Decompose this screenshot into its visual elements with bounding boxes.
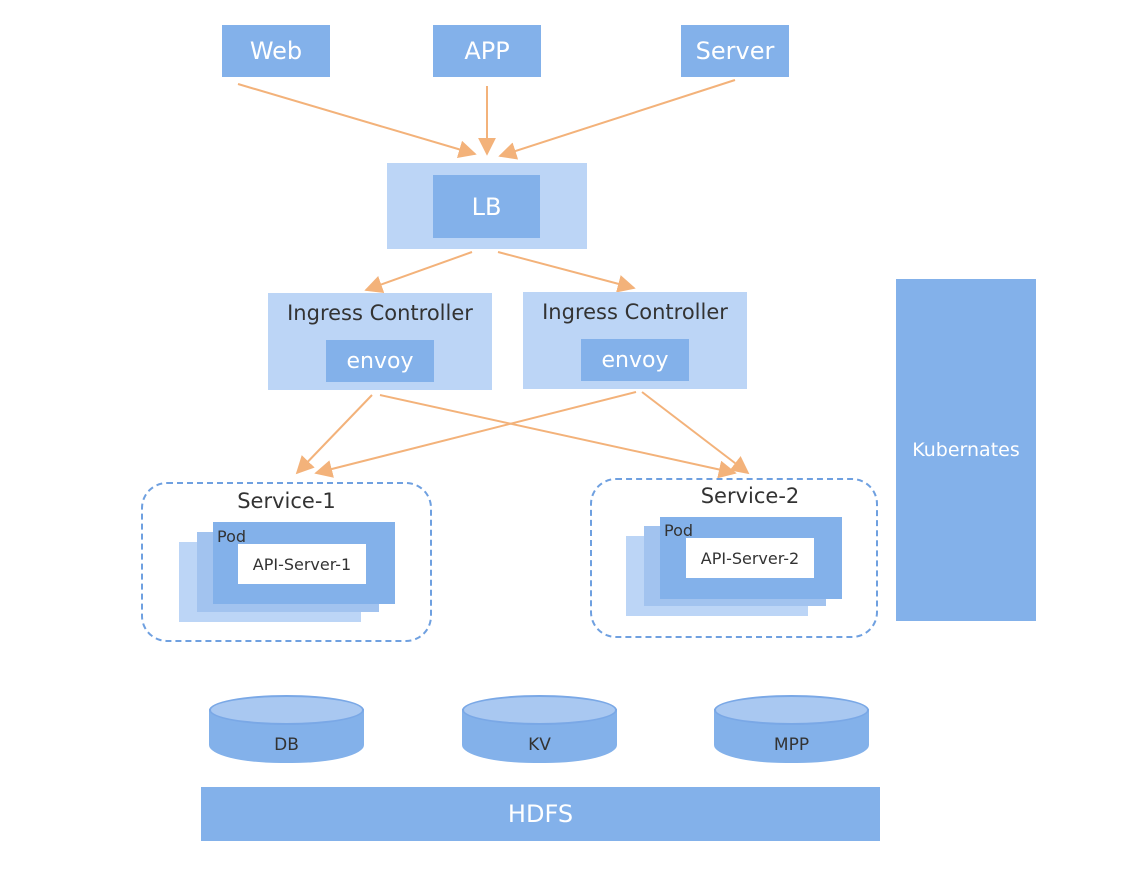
ingress-controller-2-title: Ingress Controller [542,300,728,324]
lb-box: LB [433,175,540,238]
arrow-lb-ingress-2 [497,251,636,293]
db-label: DB [274,735,299,755]
hdfs-bar: HDFS [201,787,880,841]
mpp-label: MPP [773,735,810,755]
web-client-label: Web [249,37,303,65]
envoy-label-2: envoy [601,347,669,373]
arrow-ingress1-service2 [379,394,737,479]
envoy-box-1: envoy [326,340,434,382]
arrow-ingress1-service1 [295,394,373,475]
envoy-label-1: envoy [346,348,414,374]
web-client-box: Web [222,25,330,77]
ingress-controller-2: Ingress Controller envoy [523,292,747,389]
ingress-controller-1: Ingress Controller envoy [268,293,492,390]
server-client-box: Server [681,25,789,77]
app-client-box: APP [433,25,541,77]
api-server-2: API-Server-2 [686,538,814,578]
server-client-label: Server [695,37,775,65]
service-2-group [590,478,878,638]
arrow-ingress2-service2 [641,391,750,475]
kubernetes-label: Kubernates [912,439,1020,461]
ingress-controller-1-title: Ingress Controller [287,301,473,325]
service-1-title: Service-1 [237,489,336,513]
service-2-title: Service-2 [700,484,800,508]
app-client-label: APP [464,37,510,65]
kv-cylinder: KV [462,695,617,763]
pod-2-label: Pod [664,521,694,540]
db-cylinder: DB [209,695,364,763]
kv-label: KV [528,735,551,755]
mpp-cylinder: MPP [714,695,869,763]
service-1-group [141,482,432,642]
envoy-box-2: envoy [581,339,689,381]
api-server-1: API-Server-1 [238,544,366,584]
arrow-lb-ingress-1 [364,251,473,294]
arrow-web-lb [237,83,477,159]
kubernetes-box: Kubernates [896,279,1036,621]
lb-label: LB [471,192,502,221]
pod-1-label: Pod [217,527,247,546]
arrow-ingress2-service1 [314,391,637,478]
hdfs-label: HDFS [507,800,574,828]
arrow-server-lb [498,79,736,160]
